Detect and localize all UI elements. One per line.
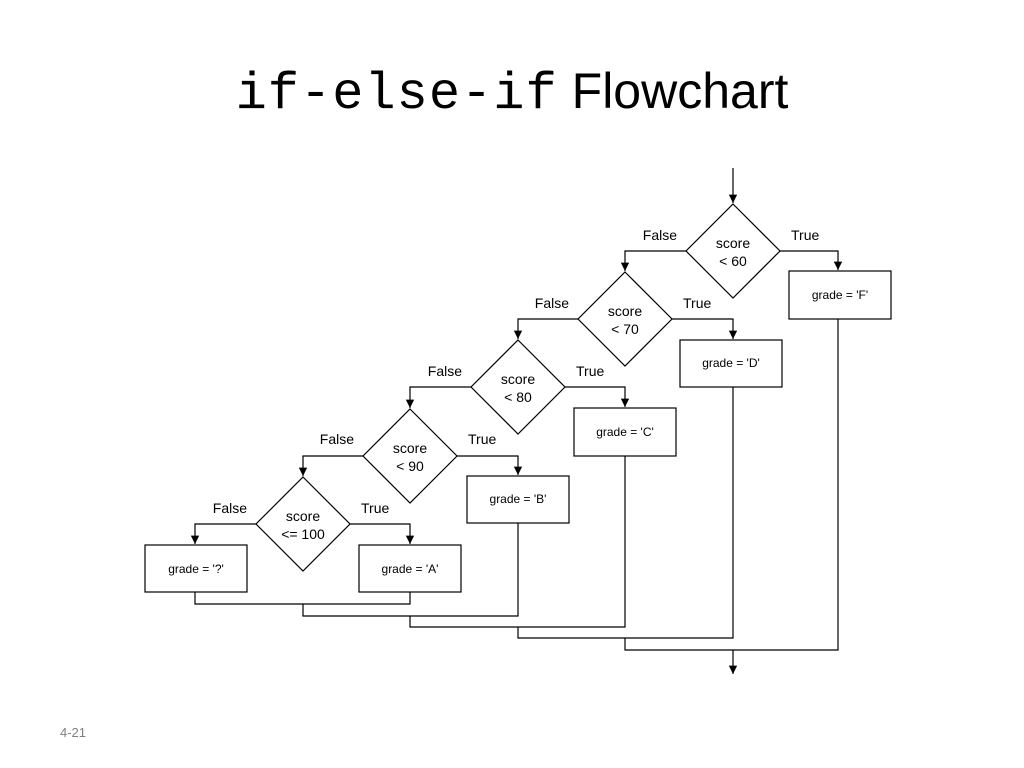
process-text-b: grade = 'B' [490, 492, 547, 506]
process-grade-c [573, 407, 677, 457]
process-grade-b [466, 475, 570, 524]
decision-score-lt-80 [470, 339, 566, 435]
title-code: if-else-if [235, 65, 558, 124]
false-label-2: False [535, 295, 569, 311]
true-branch-2 [672, 318, 738, 339]
merge-line-1 [194, 592, 411, 605]
title-text: Flowchart [571, 63, 789, 119]
process-text-a: grade = 'A' [382, 562, 439, 576]
false-label-4: False [320, 431, 354, 447]
false-branch-4 [298, 455, 363, 476]
decision-3-line1: score [501, 371, 535, 387]
true-branch-3 [565, 386, 630, 407]
process-grade-a [358, 544, 462, 593]
false-branch-1 [620, 250, 686, 271]
decision-2-line1: score [608, 303, 642, 319]
true-branch-1 [780, 250, 843, 270]
true-label-2: True [683, 295, 711, 311]
false-branch-5 [190, 523, 256, 544]
slide-number: 4-21 [60, 725, 87, 740]
decision-4-line1: score [393, 440, 427, 456]
false-label-1: False [643, 227, 677, 243]
decision-1-line1: score [716, 235, 750, 251]
decision-score-le-100 [255, 476, 351, 572]
decision-2-line2: < 70 [611, 321, 639, 337]
false-branch-3 [405, 386, 471, 408]
decision-5-line1: score [286, 508, 320, 524]
false-branch-2 [513, 318, 578, 339]
true-label-3: True [576, 363, 604, 379]
process-grade-f [788, 270, 892, 320]
process-grade-unknown [144, 544, 248, 593]
decision-5-line2: <= 100 [281, 526, 325, 542]
process-text-unknown: grade = '?' [168, 562, 224, 576]
false-label-3: False [428, 363, 462, 379]
true-label-1: True [791, 227, 819, 243]
process-grade-d [679, 339, 783, 388]
true-label-4: True [468, 431, 496, 447]
process-text-c: grade = 'C' [596, 425, 654, 439]
process-text-d: grade = 'D' [702, 356, 760, 370]
decision-score-lt-70 [577, 271, 673, 367]
true-branch-5 [350, 523, 415, 544]
true-branch-4 [457, 455, 523, 475]
true-label-5: True [361, 500, 389, 516]
decision-3-line2: < 80 [504, 389, 532, 405]
decision-score-lt-60 [685, 203, 781, 299]
decision-1-line2: < 60 [719, 253, 747, 269]
process-text-f: grade = 'F' [812, 288, 868, 302]
merge-line-5 [624, 319, 839, 651]
decision-4-line2: < 90 [396, 458, 424, 474]
false-label-5: False [213, 500, 247, 516]
decision-score-lt-90 [362, 408, 458, 504]
